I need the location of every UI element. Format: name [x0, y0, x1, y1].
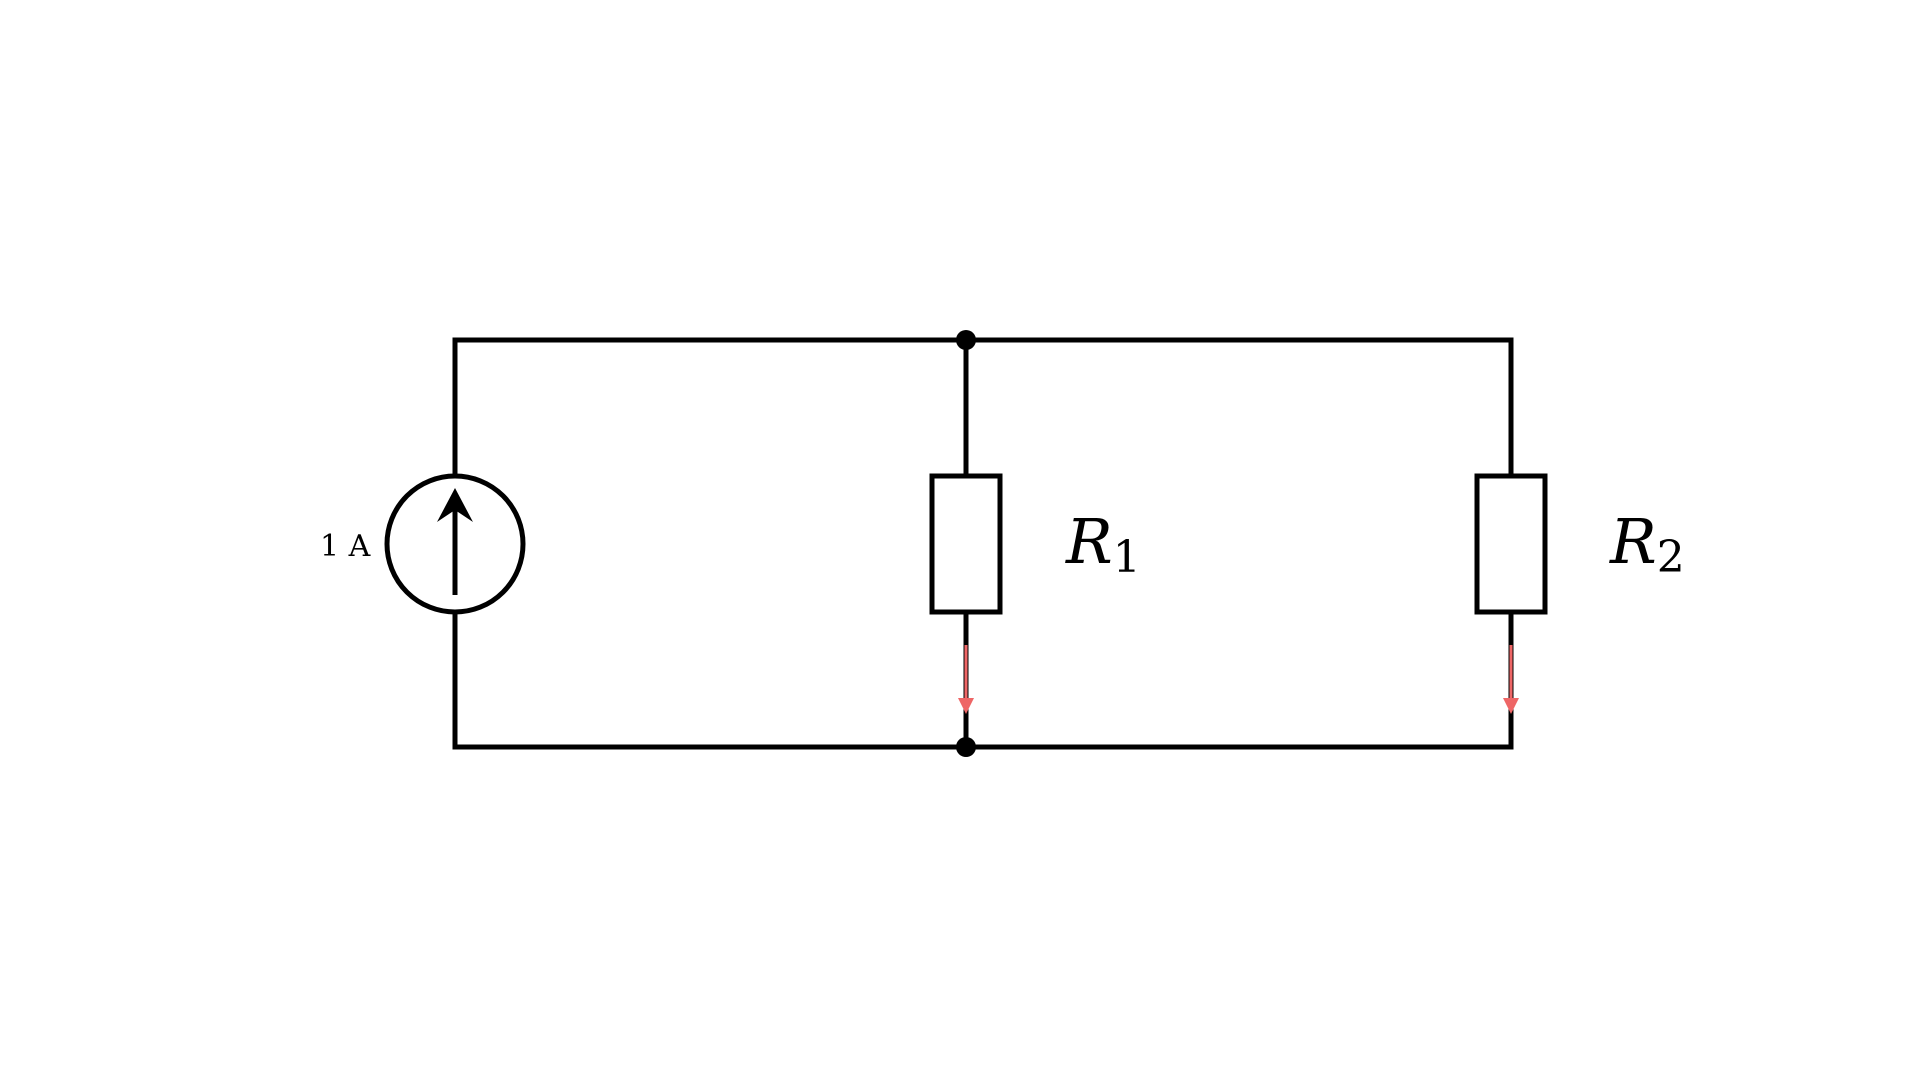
current-source-arrow-up-icon — [437, 488, 473, 522]
resistor-r1-symbol: R — [1065, 505, 1113, 578]
resistor-r1-subscript: 1 — [1113, 532, 1141, 583]
r1-current-arrow-down-icon — [958, 698, 974, 714]
resistor-r1 — [929, 473, 1003, 615]
resistor-r1-label: R1 — [1065, 505, 1141, 583]
resistor-r2-subscript: 2 — [1657, 532, 1685, 583]
resistor-r2 — [1474, 473, 1548, 615]
r1-current-arrow — [958, 645, 974, 714]
junction-top — [956, 330, 976, 350]
resistor-r2-label: R2 — [1609, 505, 1685, 583]
r2-current-arrow — [1503, 645, 1519, 714]
source-label: 1 A — [320, 529, 371, 564]
current-source — [384, 473, 526, 615]
resistor-r2-symbol: R — [1609, 505, 1657, 578]
junction-bottom — [956, 737, 976, 757]
r2-current-arrow-down-icon — [1503, 698, 1519, 714]
